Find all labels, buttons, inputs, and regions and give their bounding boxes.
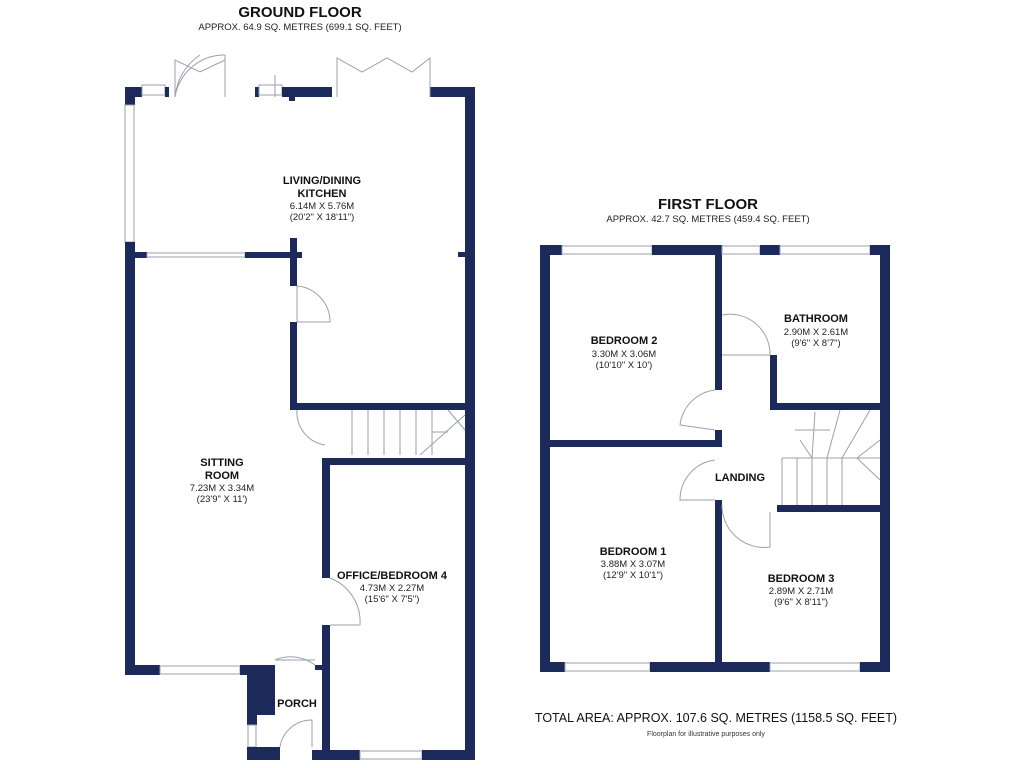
room-sitting-room: SITTING ROOM 7.23M X 3.34M (23'9" X 11') — [190, 457, 255, 505]
svg-text:(23'9" X 11'): (23'9" X 11') — [197, 494, 248, 505]
svg-text:7.23M X 3.34M: 7.23M X 3.34M — [190, 483, 255, 494]
svg-text:(20'2" X 18'11"): (20'2" X 18'11") — [290, 212, 355, 223]
svg-text:OFFICE/BEDROOM 4: OFFICE/BEDROOM 4 — [337, 570, 448, 582]
room-landing: LANDING — [715, 472, 765, 484]
svg-text:6.14M X 5.76M: 6.14M X 5.76M — [290, 201, 355, 212]
svg-text:2.90M X 2.61M: 2.90M X 2.61M — [784, 327, 849, 338]
svg-text:BEDROOM 1: BEDROOM 1 — [600, 546, 667, 558]
ground-floor-area: APPROX. 64.9 SQ. METRES (699.1 SQ. FEET) — [198, 22, 401, 33]
first-floor-walls — [540, 245, 890, 672]
first-floor-title: FIRST FLOOR — [658, 196, 758, 213]
ground-floor-fixtures — [174, 54, 466, 748]
svg-text:3.30M X 3.06M: 3.30M X 3.06M — [592, 349, 657, 360]
svg-text:KITCHEN: KITCHEN — [298, 188, 347, 200]
first-floor-area: APPROX. 42.7 SQ. METRES (459.4 SQ. FEET) — [606, 214, 809, 225]
svg-text:BATHROOM: BATHROOM — [784, 313, 848, 325]
room-porch: PORCH — [277, 698, 317, 710]
svg-text:(9'6" X 8'11"): (9'6" X 8'11") — [774, 597, 828, 608]
disclaimer: Floorplan for illustrative purposes only — [647, 731, 765, 738]
svg-text:ROOM: ROOM — [205, 470, 239, 482]
svg-text:3.88M X 3.07M: 3.88M X 3.07M — [601, 559, 666, 570]
svg-text:4.73M X 2.27M: 4.73M X 2.27M — [360, 583, 425, 594]
total-area: TOTAL AREA: APPROX. 107.6 SQ. METRES (11… — [535, 711, 897, 725]
svg-text:SITTING: SITTING — [200, 457, 243, 469]
ground-floor-title: GROUND FLOOR — [238, 4, 361, 21]
svg-text:(15'6" X 7'5"): (15'6" X 7'5") — [365, 594, 420, 605]
svg-text:(9'6" X 8'7"): (9'6" X 8'7") — [791, 338, 840, 349]
svg-text:BEDROOM 2: BEDROOM 2 — [591, 335, 658, 347]
room-bedroom-3: BEDROOM 3 2.89M X 2.71M (9'6" X 8'11") — [768, 573, 835, 608]
room-office-bedroom-4: OFFICE/BEDROOM 4 4.73M X 2.27M (15'6" X … — [337, 570, 448, 605]
svg-text:BEDROOM 3: BEDROOM 3 — [768, 573, 835, 585]
room-bedroom-1: BEDROOM 1 3.88M X 3.07M (12'9" X 10'1") — [600, 546, 667, 581]
room-bedroom-2: BEDROOM 2 3.30M X 3.06M (10'10" X 10') — [591, 335, 658, 371]
first-floor-fixtures — [679, 313, 881, 548]
room-bathroom: BATHROOM 2.90M X 2.61M (9'6" X 8'7") — [784, 313, 849, 349]
svg-text:(10'10" X 10'): (10'10" X 10') — [596, 360, 653, 371]
room-living-dining-kitchen: LIVING/DINING KITCHEN 6.14M X 5.76M (20'… — [283, 175, 361, 223]
svg-text:(12'9" X 10'1"): (12'9" X 10'1") — [603, 570, 663, 581]
ground-floor-walls — [124, 84, 475, 760]
svg-text:2.89M X 2.71M: 2.89M X 2.71M — [769, 586, 834, 597]
svg-text:LIVING/DINING: LIVING/DINING — [283, 175, 361, 187]
